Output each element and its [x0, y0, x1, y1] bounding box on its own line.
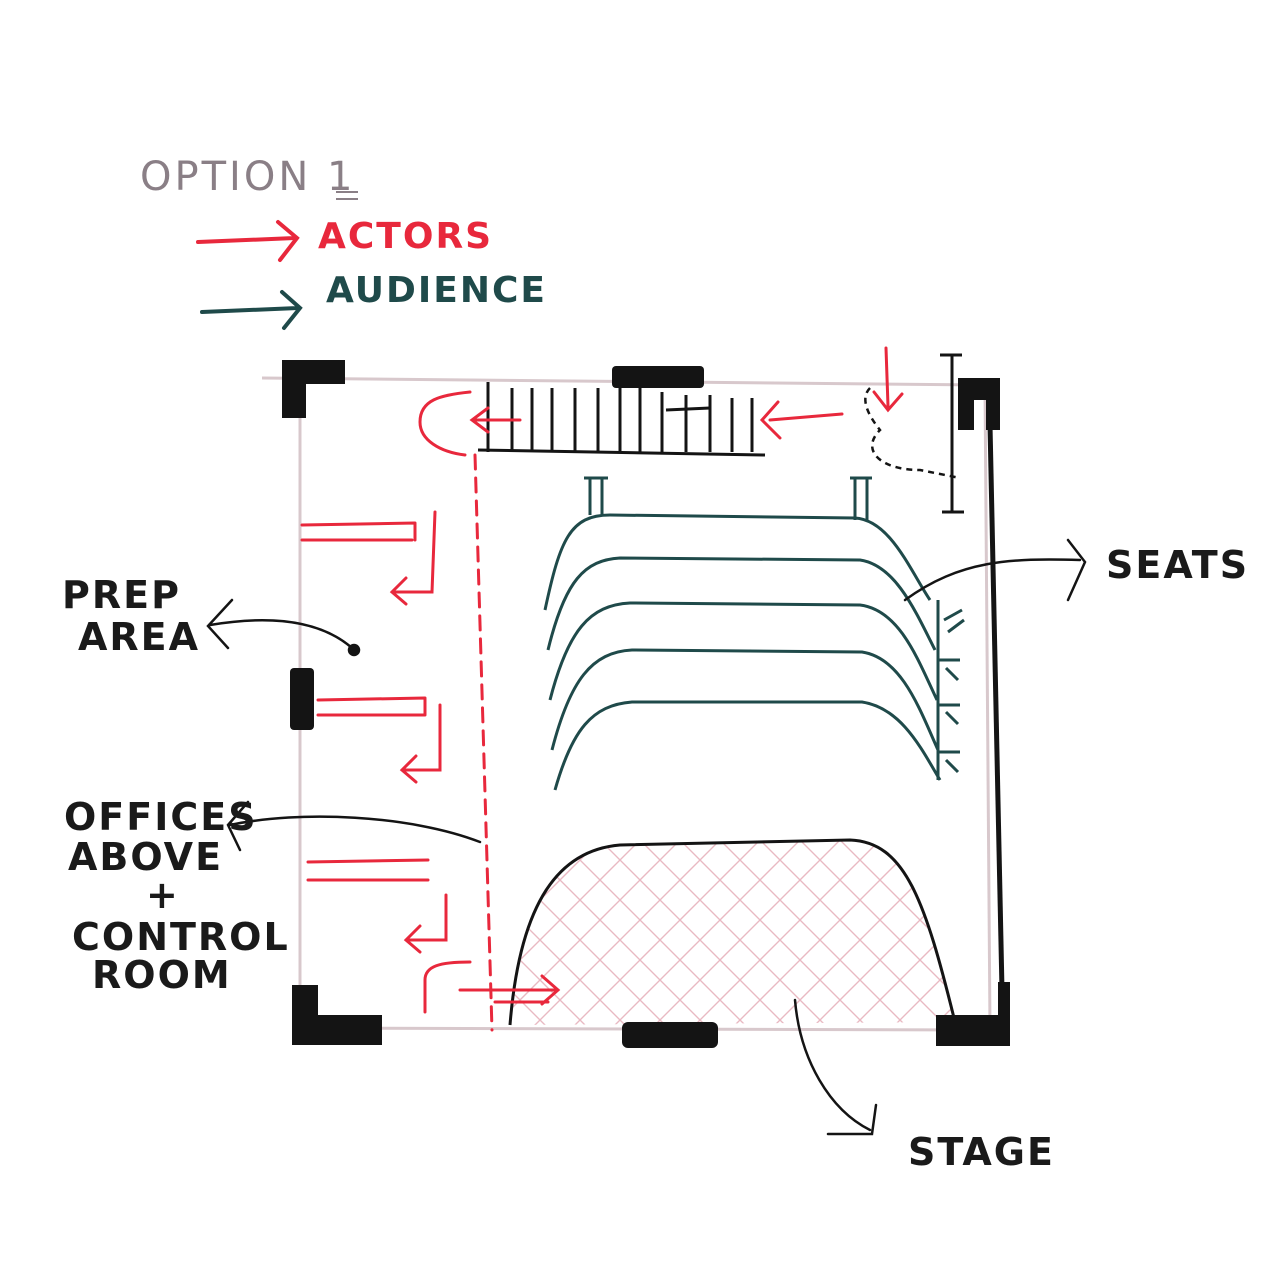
legend-actors: ACTORS: [196, 216, 493, 262]
stage-label: STAGE: [908, 1130, 1055, 1174]
labels: PREP AREA OFFICES ABOVE + CONTROL ROOM S…: [62, 543, 1249, 1174]
offices-leader: [226, 800, 482, 852]
actors-circulation: [300, 346, 904, 1032]
offices-label: OFFICES: [64, 795, 258, 839]
title-text: OPTION 1: [140, 154, 355, 200]
seats-label: SEATS: [1106, 543, 1249, 587]
offices-label: +: [146, 873, 180, 917]
prep-area-label: PREP: [62, 573, 181, 617]
legend-audience-label: AUDIENCE: [326, 270, 547, 311]
annotation-leaders: [206, 538, 1087, 1136]
stage: [508, 838, 957, 1026]
seat-row: [548, 601, 939, 701]
prep-area-label: AREA: [78, 615, 200, 659]
columns: [282, 360, 1010, 1048]
right-wall: [987, 424, 1005, 991]
seats-leader: [903, 538, 1087, 602]
legend: ACTORS AUDIENCE: [196, 216, 547, 330]
offices-label: ROOM: [92, 953, 232, 997]
seat-rows: [543, 476, 965, 791]
door-top-right: [864, 353, 964, 514]
arrow-icon: [196, 220, 300, 262]
title: OPTION 1: [140, 154, 358, 200]
seat-row: [553, 700, 942, 791]
staircase: [477, 382, 766, 457]
seat-row: [546, 556, 937, 651]
seat-row: [550, 648, 940, 751]
offices-label: ABOVE: [68, 835, 223, 879]
arrow-icon: [200, 290, 303, 330]
seat-row: [543, 513, 932, 611]
legend-audience: AUDIENCE: [200, 270, 547, 330]
stage-leader: [793, 998, 878, 1136]
prep-area-leader: [206, 598, 354, 650]
legend-actors-label: ACTORS: [318, 216, 493, 257]
offices-label: CONTROL: [72, 915, 290, 959]
